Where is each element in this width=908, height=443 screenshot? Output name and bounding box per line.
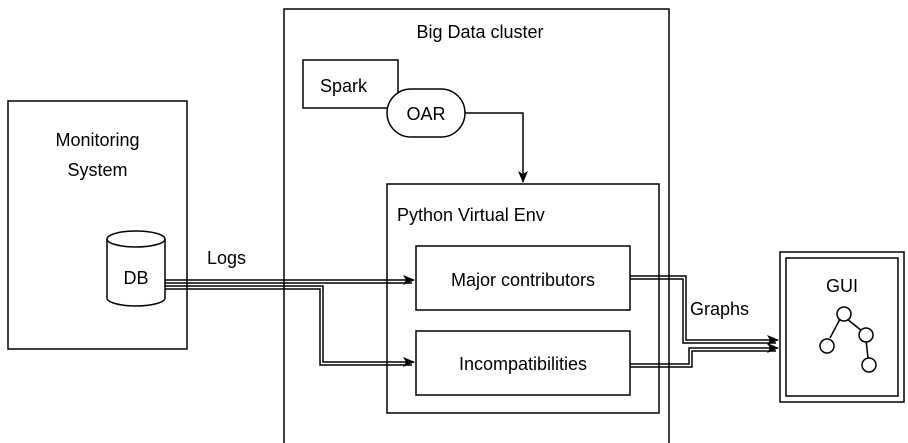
db-cylinder-icon	[106, 230, 166, 307]
graphs-label: Graphs	[690, 299, 750, 319]
monitoring-system-line1: Monitoring	[55, 130, 140, 150]
monitoring-system-box	[7, 100, 188, 350]
oar-label: OAR	[406, 104, 446, 124]
monitoring-system-line2: System	[67, 160, 128, 180]
arrow-incompat-to-gui-1	[630, 343, 779, 365]
big-data-cluster-box	[283, 8, 670, 443]
spark-label: Spark	[320, 76, 368, 96]
db-label: DB	[123, 268, 149, 288]
tree-graph-icon	[819, 306, 877, 373]
python-virtual-env-label: Python Virtual Env	[397, 205, 545, 225]
cluster-title: Big Data cluster	[416, 22, 544, 42]
arrow-major-to-gui-1	[630, 275, 779, 345]
incompatibilities-label: Incompatibilities	[458, 354, 588, 374]
arrow-major-to-gui-2	[630, 278, 776, 344]
major-contributors-box	[415, 245, 631, 311]
arrow-db-to-incompat-1	[165, 285, 415, 367]
major-contributors-label: Major contributors	[450, 270, 596, 290]
arrow-db-to-incompat-2	[165, 288, 412, 366]
arrow-oar-to-venv	[465, 112, 528, 183]
logs-label: Logs	[207, 248, 247, 268]
gui-box	[779, 251, 905, 403]
arrow-incompat-to-gui-2	[630, 350, 776, 368]
gui-label: GUI	[825, 276, 858, 296]
spark-box	[302, 59, 399, 109]
incompatibilities-box	[415, 330, 631, 396]
